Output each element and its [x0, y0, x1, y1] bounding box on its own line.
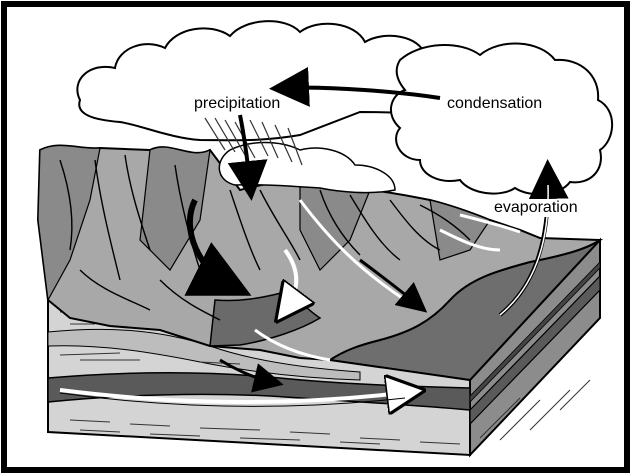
label-condensation: condensation	[445, 95, 544, 113]
label-precipitation: precipitation	[192, 95, 282, 113]
cloud-right	[391, 44, 612, 195]
label-evaporation: evaporation	[492, 199, 580, 217]
